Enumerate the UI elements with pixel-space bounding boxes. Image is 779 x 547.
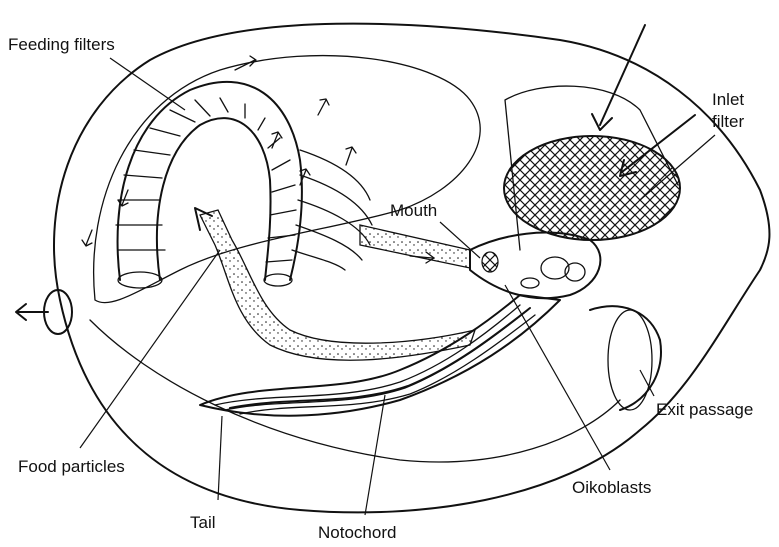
filter-ring-column [292, 150, 372, 270]
label-food-particles: Food particles [18, 457, 125, 476]
label-exit-passage: Exit passage [656, 400, 753, 419]
exit-passage [590, 306, 661, 410]
label-inlet-filter-line1: Inlet [712, 90, 744, 109]
food-particle-channel [200, 210, 475, 360]
house-lower-wall [90, 320, 620, 462]
trunk [470, 233, 600, 299]
label-mouth: Mouth [390, 201, 437, 220]
label-notochord: Notochord [318, 523, 396, 542]
label-inlet-filter-line2: filter [712, 112, 744, 131]
label-feeding-filters: Feeding filters [8, 35, 115, 54]
label-oikoblasts: Oikoblasts [572, 478, 651, 497]
label-tail: Tail [190, 513, 216, 532]
house-outer-wall [54, 24, 769, 513]
house-inner-wall [94, 56, 481, 303]
mouth-tube [360, 225, 470, 268]
